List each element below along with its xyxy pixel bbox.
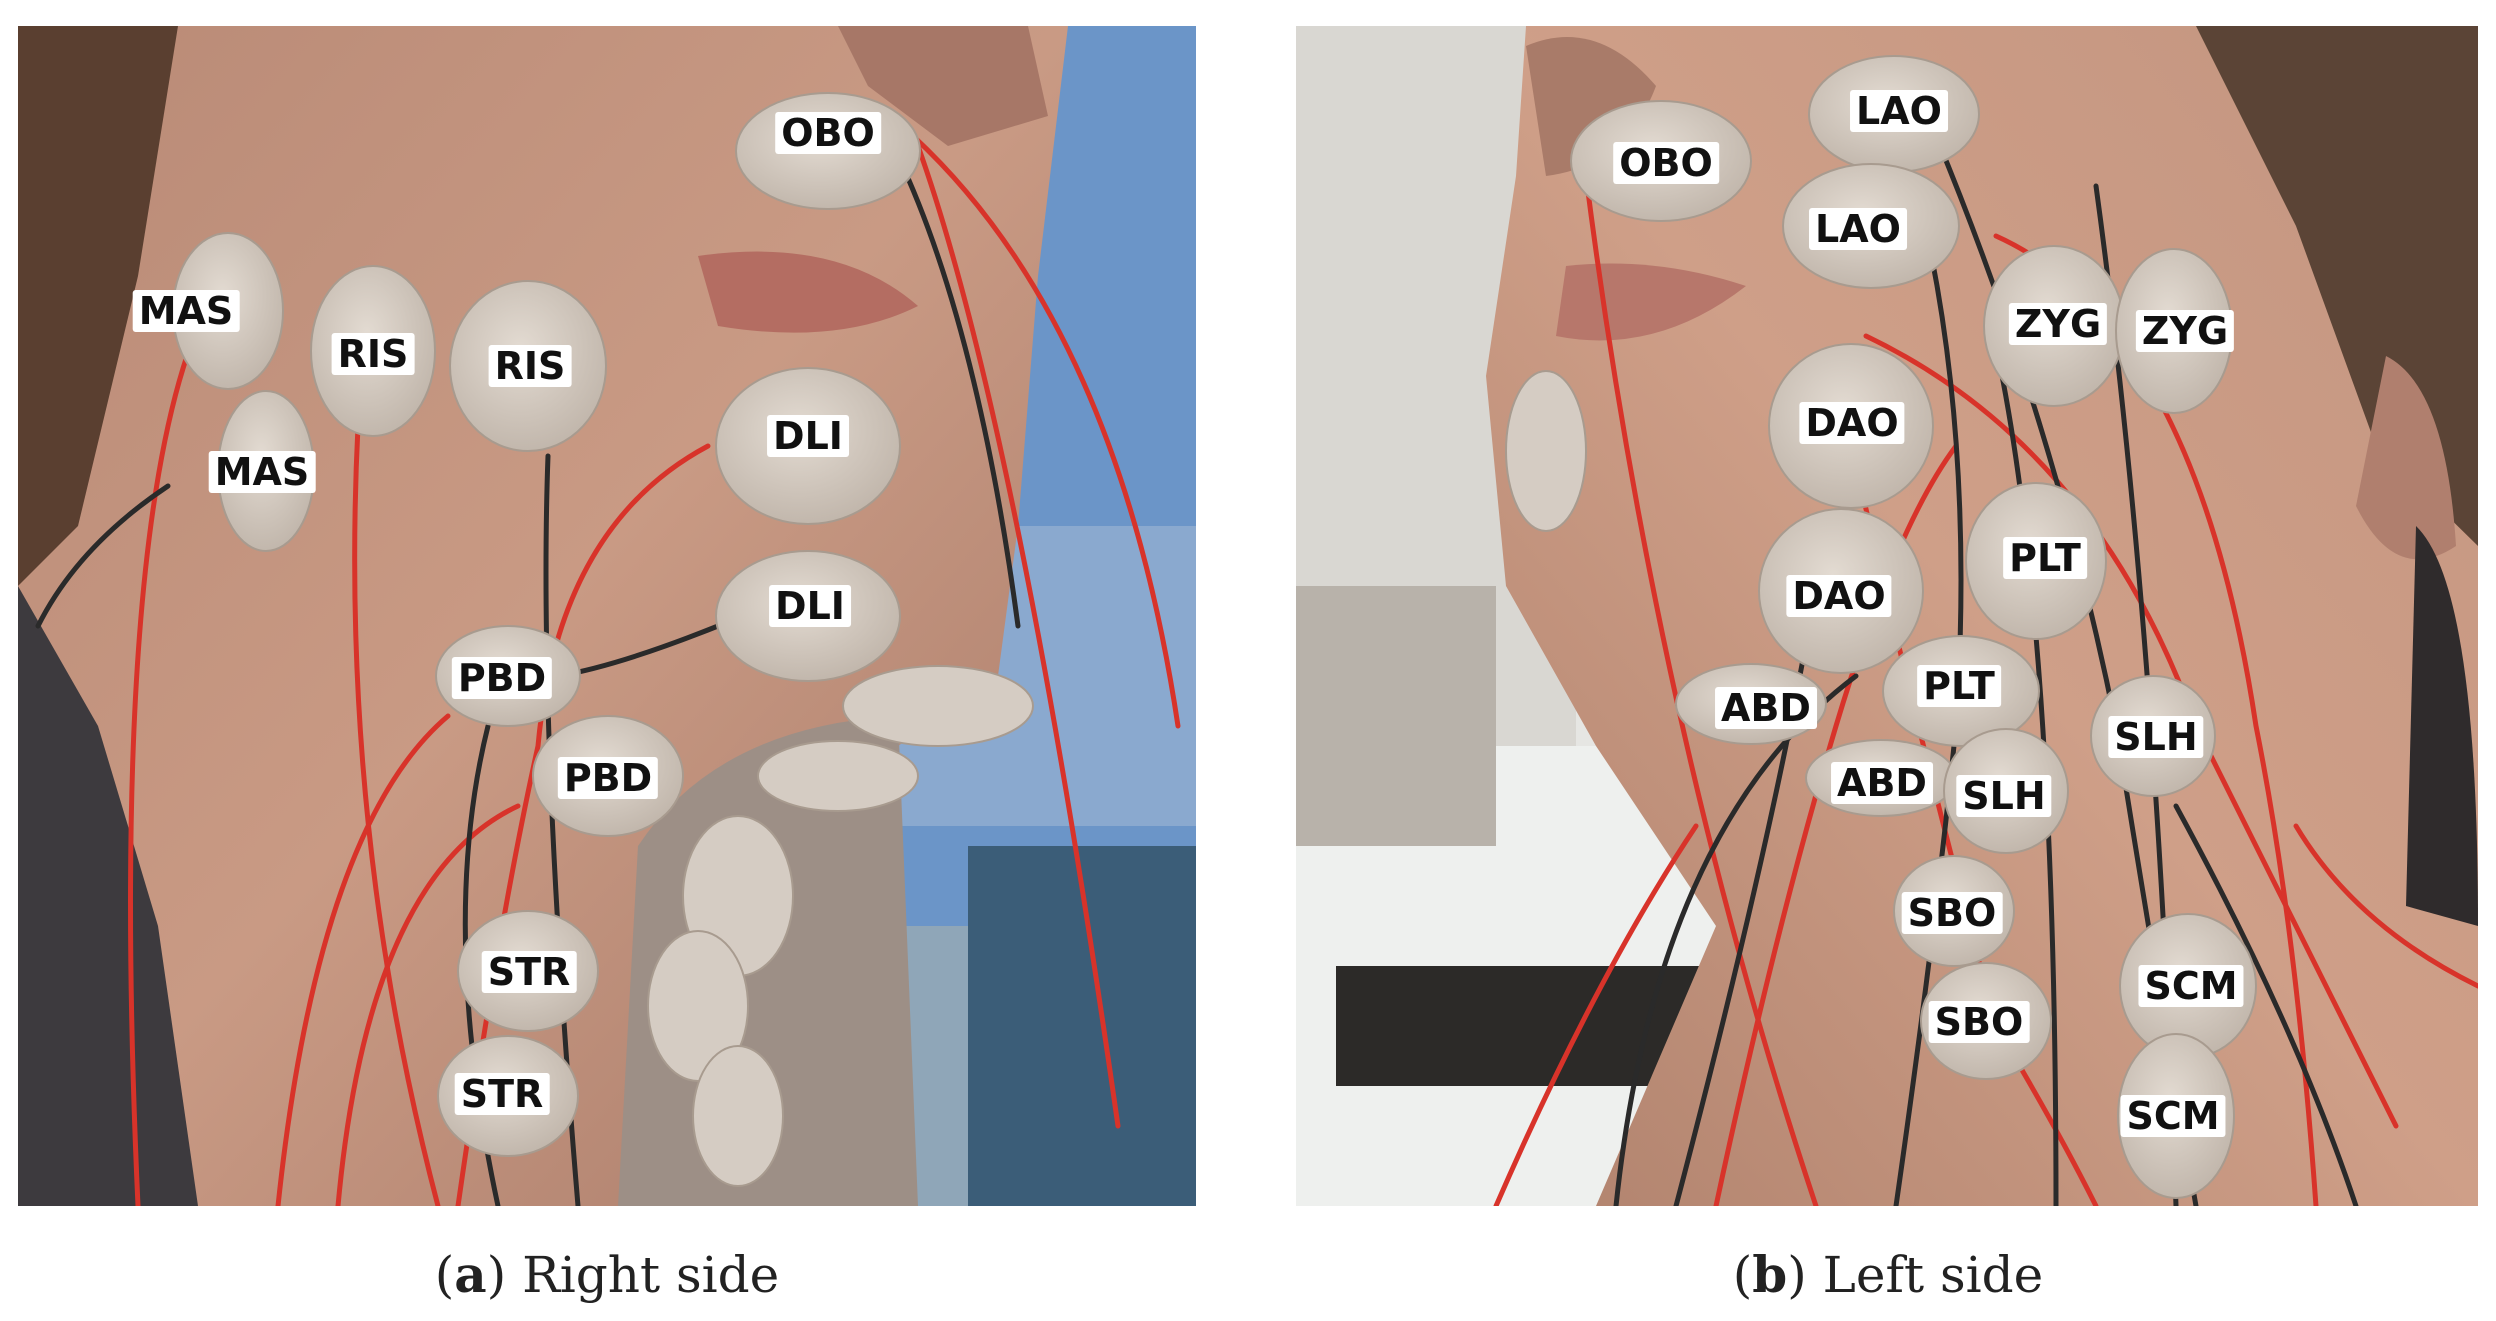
caption-tag: a [454, 1245, 487, 1304]
caption-text: Left side [1822, 1246, 2044, 1304]
electrode-label: PLT [2003, 537, 2087, 579]
electrode-label: DAO [1799, 402, 1905, 444]
electrode-label: PLT [1917, 665, 2001, 707]
electrode-label: ABD [1715, 687, 1817, 729]
electrode-label: DLI [769, 585, 851, 627]
photo-panel-right-side: OBO MAS RIS RIS MAS DLI DLI PBD PBD STR … [18, 26, 1196, 1206]
right-side-photo [18, 26, 1196, 1206]
electrode-label: RIS [331, 333, 415, 375]
electrode-label: DLI [767, 415, 849, 457]
electrode-label: SBO [1901, 892, 2003, 934]
electrode-label: MAS [208, 451, 316, 493]
electrode-label: ZYG [2135, 310, 2235, 352]
electrode-label: SCM [2120, 1095, 2226, 1137]
electrode-label: RIS [488, 345, 572, 387]
electrode-label: LAO [1809, 208, 1907, 250]
electrode-label: PBD [451, 657, 553, 699]
caption-tag: b [1752, 1245, 1788, 1304]
electrode-label: STR [481, 951, 577, 993]
electrode-label: ZYG [2008, 303, 2108, 345]
electrode-label: MAS [132, 290, 240, 332]
electrode-label: OBO [1613, 142, 1719, 184]
electrode-label: SBO [1928, 1001, 2030, 1043]
caption-right-side: (a) Right side [434, 1245, 780, 1304]
electrode-label: LAO [1850, 90, 1948, 132]
electrode-label: OBO [775, 112, 881, 154]
electrode-label: SLH [1956, 775, 2052, 817]
electrode-label: PBD [557, 757, 659, 799]
photo-panel-left-side: LAO OBO LAO ZYG ZYG DAO PLT DAO PLT ABD … [1296, 26, 2478, 1206]
caption-text: Right side [522, 1246, 780, 1304]
electrode-label: SLH [2108, 716, 2204, 758]
electrode-label: ABD [1831, 762, 1933, 804]
caption-left-side: (b) Left side [1732, 1245, 2044, 1304]
electrode-label: SCM [2138, 965, 2244, 1007]
electrode-label: DAO [1786, 575, 1892, 617]
electrode-label: STR [454, 1073, 550, 1115]
